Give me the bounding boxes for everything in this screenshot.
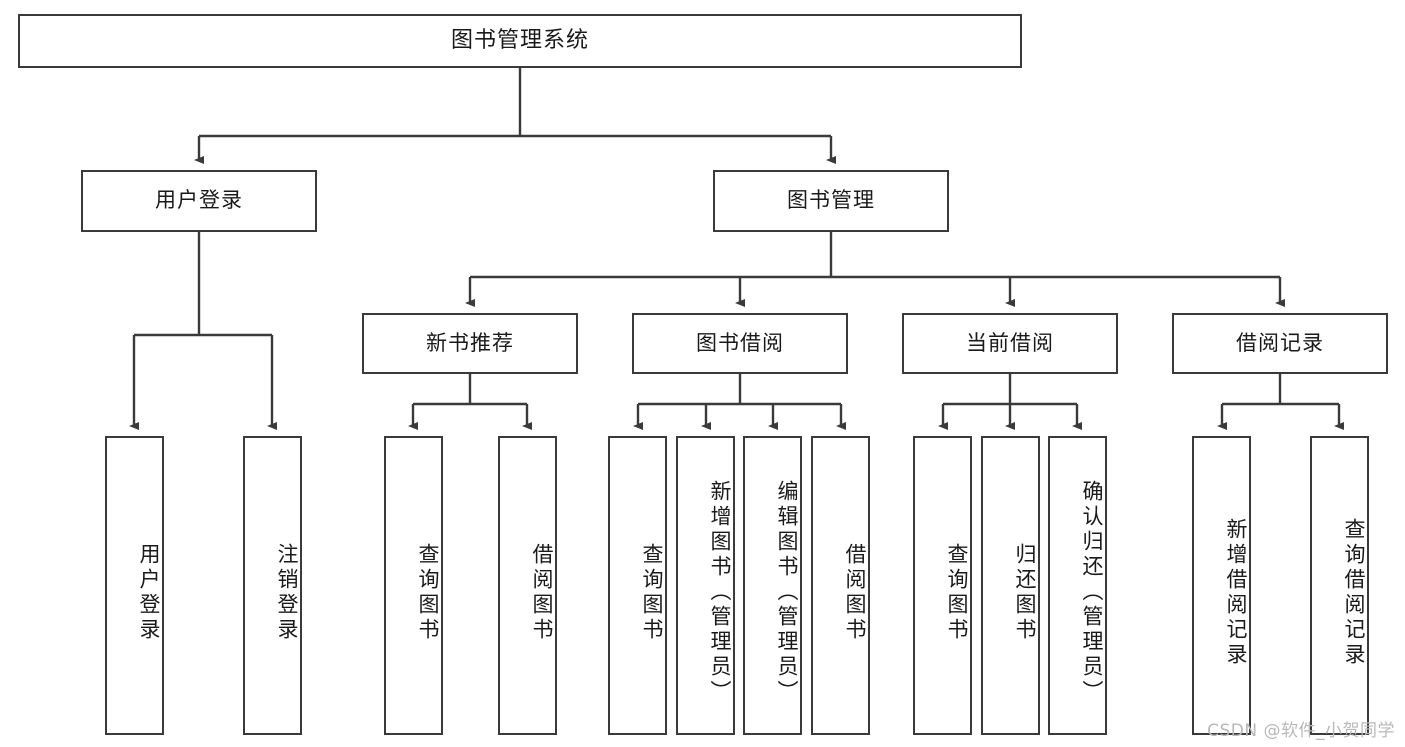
node-label: 确认归还（管理员）	[1080, 480, 1104, 705]
leaf-borrow-add-book[interactable]: 新增图书（管理员）	[676, 436, 735, 735]
leaf-current-confirm-return[interactable]: 确认归还（管理员）	[1048, 436, 1107, 735]
leaf-borrow-borrow-book[interactable]: 借阅图书	[811, 436, 870, 735]
leaf-user-login-login[interactable]: 用户登录	[105, 436, 164, 735]
node-label: 新增图书（管理员）	[708, 480, 732, 705]
leaf-record-query-record[interactable]: 查询借阅记录	[1310, 436, 1369, 735]
node-label: 查询图书	[945, 542, 969, 643]
node-label: 用户登录	[137, 542, 161, 643]
node-label: 图书管理系统	[450, 27, 589, 53]
node-label: 当前借阅	[966, 330, 1054, 355]
node-label: 查询图书	[640, 542, 664, 643]
leaf-borrow-query-book[interactable]: 查询图书	[608, 436, 667, 735]
node-label: 借阅图书	[530, 542, 554, 643]
node-borrow-record[interactable]: 借阅记录	[1172, 313, 1388, 374]
node-root-system[interactable]: 图书管理系统	[18, 14, 1022, 68]
node-label: 编辑图书（管理员）	[775, 480, 799, 705]
node-label: 新书推荐	[426, 330, 514, 355]
node-label: 归还图书	[1013, 542, 1037, 643]
leaf-current-query-book[interactable]: 查询图书	[913, 436, 972, 735]
node-label: 图书借阅	[696, 330, 784, 355]
node-book-borrow[interactable]: 图书借阅	[632, 313, 848, 374]
node-label: 查询借阅记录	[1342, 517, 1366, 668]
node-label: 用户登录	[155, 188, 243, 213]
node-book-management[interactable]: 图书管理	[713, 170, 949, 232]
node-user-login[interactable]: 用户登录	[81, 170, 317, 232]
leaf-recommend-query-book[interactable]: 查询图书	[384, 436, 443, 735]
node-label: 借阅记录	[1236, 330, 1324, 355]
node-current-borrow[interactable]: 当前借阅	[902, 313, 1118, 374]
watermark-text: CSDN @软件_小贺同学	[1207, 721, 1395, 741]
node-label: 图书管理	[787, 188, 875, 213]
leaf-borrow-edit-book[interactable]: 编辑图书（管理员）	[743, 436, 802, 735]
node-new-book-recommend[interactable]: 新书推荐	[362, 313, 578, 374]
leaf-record-add-record[interactable]: 新增借阅记录	[1192, 436, 1251, 735]
leaf-user-login-logout[interactable]: 注销登录	[243, 436, 302, 735]
node-label: 注销登录	[275, 542, 299, 643]
node-label: 查询图书	[416, 542, 440, 643]
leaf-recommend-borrow-book[interactable]: 借阅图书	[498, 436, 557, 735]
node-label: 新增借阅记录	[1224, 517, 1248, 668]
node-label: 借阅图书	[843, 542, 867, 643]
leaf-current-return-book[interactable]: 归还图书	[981, 436, 1040, 735]
